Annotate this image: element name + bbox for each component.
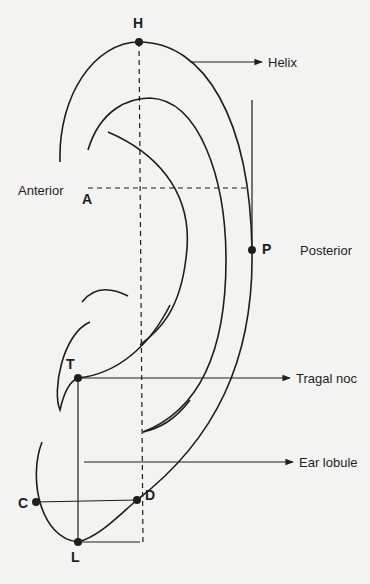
ear-outline — [36, 42, 252, 542]
point-letter: H — [133, 16, 143, 31]
direction-label: Posterior — [300, 243, 352, 258]
point-letter: C — [18, 496, 28, 511]
part-label: Helix — [268, 55, 297, 70]
landmark-dots — [32, 38, 256, 546]
point-letter: D — [145, 488, 155, 503]
direction-label: Anterior — [18, 183, 64, 198]
point-letter: T — [66, 357, 75, 372]
part-label: Ear lobule — [299, 455, 358, 470]
measure-lines — [36, 42, 293, 545]
point-letter: A — [82, 192, 92, 207]
point-letter: P — [262, 242, 271, 257]
part-label: Tragal noc — [296, 371, 357, 386]
point-letter: L — [71, 550, 80, 565]
